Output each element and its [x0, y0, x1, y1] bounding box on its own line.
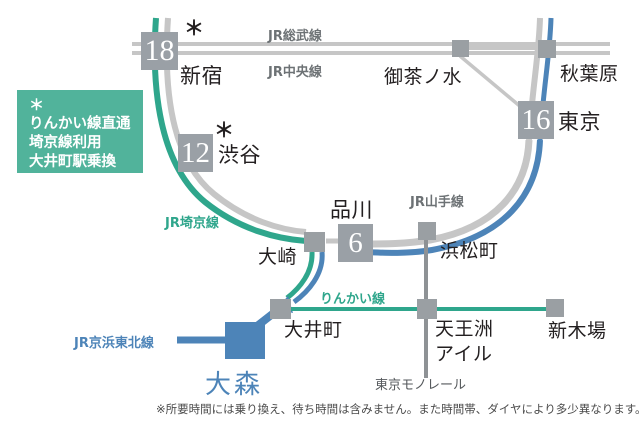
osaki-oimachi-blue: [292, 251, 325, 305]
station-label-hamamatsucho: 浜松町: [440, 240, 499, 262]
yamanote-west-gray: [163, 17, 307, 235]
station-marker-shinkiba[interactable]: [546, 299, 564, 317]
station-minutes-shinjuku: 18: [144, 34, 175, 67]
station-marker-omori[interactable]: [225, 322, 265, 359]
line-label-keihintohoku: JR京浜東北線: [74, 336, 154, 351]
station-minutes-shinagawa: 6: [348, 226, 363, 259]
keihintohoku-line-blue: [361, 139, 543, 256]
station-marker-oimachi[interactable]: [270, 299, 291, 319]
station-minutes-shibuya: 12: [181, 136, 210, 169]
station-label-shinjuku: 新宿: [180, 64, 223, 88]
station-marker-ochanomizu[interactable]: [452, 40, 469, 57]
station-label-tokyo: 東京: [558, 110, 601, 134]
line-label-rinkai: りんかい線: [320, 292, 386, 307]
info-box: ＊ りんかい線直通 埼京線利用 大井町駅乗換: [17, 90, 143, 173]
station-label-shinagawa: 品川: [330, 198, 373, 222]
station-marker-akihabara[interactable]: [538, 40, 556, 58]
line-label-saikyo: JR埼京線: [165, 216, 219, 231]
station-label-shinkiba: 新木場: [548, 320, 607, 342]
station-label-tennozu-2: アイル: [435, 343, 493, 365]
station-label-shibuya: 渋谷: [218, 143, 261, 167]
station-label-ochanomizu: 御茶ノ水: [384, 66, 463, 88]
info-box-line-3: 大井町駅乗換: [29, 154, 116, 171]
info-box-line-1: りんかい線直通: [29, 115, 131, 132]
saikyo-line-teal: [151, 17, 307, 244]
station-marker-shinagawa[interactable]: 6: [338, 224, 373, 262]
station-label-tennozu: 天王洲: [435, 318, 494, 340]
info-box-line-2: 埼京線利用: [29, 134, 102, 151]
osaki-oimachi-teal: [285, 251, 315, 300]
line-label-sobu: JR総武線: [268, 29, 322, 44]
station-label-oimachi: 大井町: [284, 319, 343, 341]
station-marker-osaki[interactable]: [304, 232, 325, 252]
line-label-chuo: JR中央線: [268, 65, 322, 80]
station-label-omori: 大森: [205, 370, 264, 400]
station-minutes-tokyo: 16: [521, 103, 551, 136]
station-label-akihabara: 秋葉原: [560, 63, 619, 85]
info-box-asterisk: ＊: [29, 96, 45, 114]
footnote: ※所要時間には乗り換え、待ち時間は含みません。また時間帯、ダイヤにより多少異なり…: [156, 402, 640, 416]
yamanote-line-gray: [361, 139, 533, 248]
station-label-osaki: 大崎: [258, 246, 298, 268]
line-label-tokyo-monorail: 東京モノレール: [375, 378, 467, 393]
station-marker-shinjuku[interactable]: 18: [141, 32, 178, 70]
shibuya-asterisk: ＊: [214, 118, 234, 142]
line-label-yamanote: JR山手線: [410, 195, 464, 210]
station-marker-shibuya[interactable]: 12: [178, 134, 213, 172]
shinjuku-asterisk: ＊: [184, 16, 204, 40]
station-marker-tennozu[interactable]: [417, 299, 437, 319]
station-marker-tokyo[interactable]: 16: [518, 101, 554, 139]
station-marker-hamamatsucho[interactable]: [418, 222, 436, 240]
